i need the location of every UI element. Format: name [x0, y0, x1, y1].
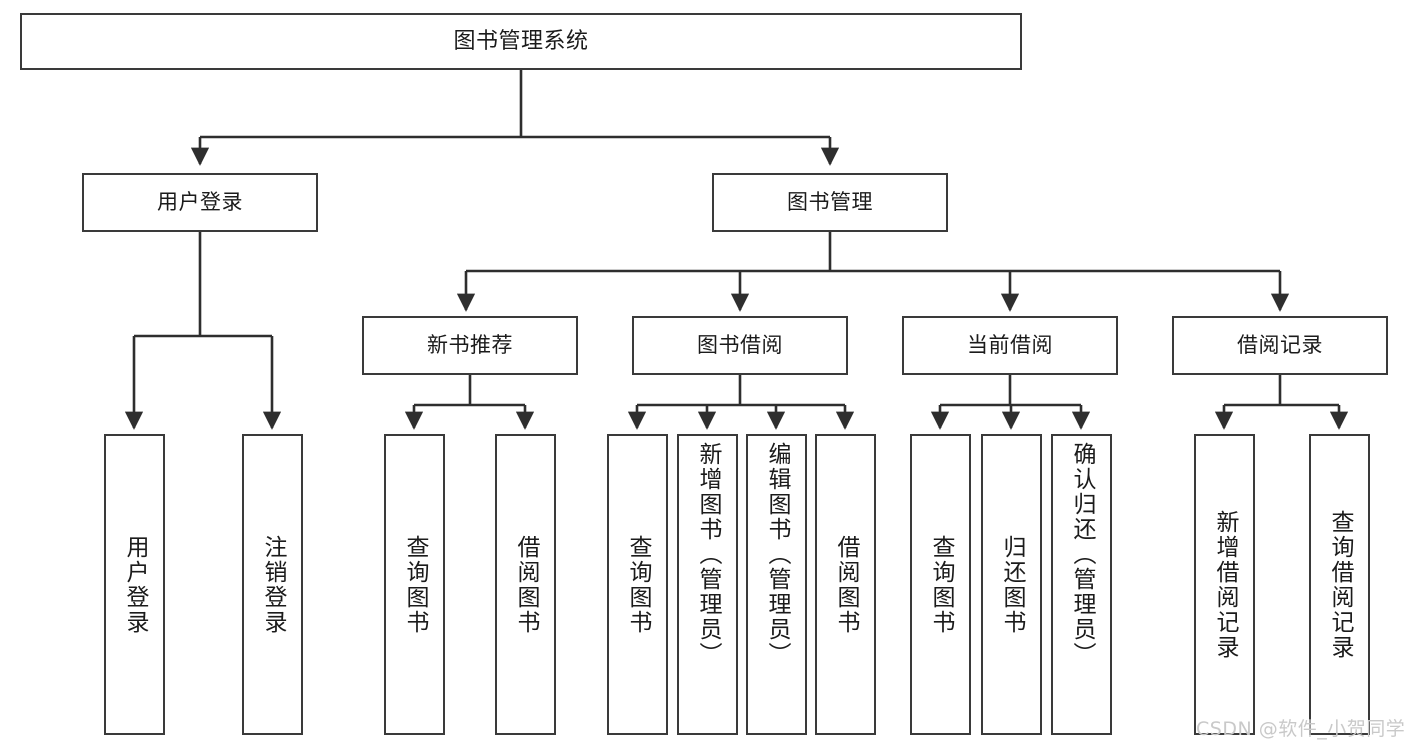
- node-leaf-user-login[interactable]: 用户登录: [104, 434, 165, 735]
- node-leaf-query-book-1[interactable]: 查询图书: [384, 434, 445, 735]
- node-leaf-add-record[interactable]: 新增借阅记录: [1194, 434, 1255, 735]
- node-leaf-query-book-1-label: 查询图书: [402, 534, 428, 635]
- node-borrow-record-label: 借阅记录: [1237, 333, 1323, 358]
- node-leaf-borrow-book-2[interactable]: 借阅图书: [815, 434, 876, 735]
- node-leaf-query-book-3[interactable]: 查询图书: [910, 434, 971, 735]
- node-leaf-query-record[interactable]: 查询借阅记录: [1309, 434, 1370, 735]
- node-leaf-return-book[interactable]: 归还图书: [981, 434, 1042, 735]
- node-leaf-confirm-return[interactable]: 确认归还（管理员）: [1051, 434, 1112, 735]
- node-leaf-query-book-2-label: 查询图书: [625, 534, 651, 635]
- node-book-borrow[interactable]: 图书借阅: [632, 316, 848, 375]
- node-leaf-borrow-book-1-label: 借阅图书: [513, 534, 539, 635]
- node-borrow-record[interactable]: 借阅记录: [1172, 316, 1388, 375]
- node-current-borrow-label: 当前借阅: [967, 333, 1053, 358]
- csdn-watermark: CSDN @软件_小贺同学: [1196, 718, 1405, 740]
- node-leaf-edit-book[interactable]: 编辑图书（管理员）: [746, 434, 807, 735]
- node-new-book-rec-label: 新书推荐: [427, 333, 513, 358]
- node-book-borrow-label: 图书借阅: [697, 333, 783, 358]
- node-leaf-query-book-3-label: 查询图书: [928, 534, 954, 635]
- node-leaf-edit-book-label: 编辑图书（管理员）: [764, 442, 790, 667]
- node-leaf-borrow-book-1[interactable]: 借阅图书: [495, 434, 556, 735]
- node-leaf-query-record-label: 查询借阅记录: [1327, 509, 1353, 660]
- node-leaf-logout-label: 注销登录: [260, 534, 286, 635]
- node-leaf-add-book[interactable]: 新增图书（管理员）: [677, 434, 738, 735]
- node-new-book-rec[interactable]: 新书推荐: [362, 316, 578, 375]
- node-user-login[interactable]: 用户登录: [82, 173, 318, 232]
- node-leaf-borrow-book-2-label: 借阅图书: [833, 534, 859, 635]
- node-root[interactable]: 图书管理系统: [20, 13, 1022, 70]
- node-leaf-return-book-label: 归还图书: [999, 534, 1025, 635]
- node-current-borrow[interactable]: 当前借阅: [902, 316, 1118, 375]
- node-book-manage-label: 图书管理: [787, 190, 873, 215]
- node-leaf-add-book-label: 新增图书（管理员）: [695, 442, 721, 667]
- node-leaf-logout[interactable]: 注销登录: [242, 434, 303, 735]
- node-leaf-user-login-label: 用户登录: [122, 534, 148, 635]
- node-user-login-label: 用户登录: [157, 190, 243, 215]
- node-root-label: 图书管理系统: [453, 28, 589, 54]
- node-leaf-query-book-2[interactable]: 查询图书: [607, 434, 668, 735]
- node-leaf-confirm-return-label: 确认归还（管理员）: [1069, 442, 1095, 667]
- node-book-manage[interactable]: 图书管理: [712, 173, 948, 232]
- node-leaf-add-record-label: 新增借阅记录: [1212, 509, 1238, 660]
